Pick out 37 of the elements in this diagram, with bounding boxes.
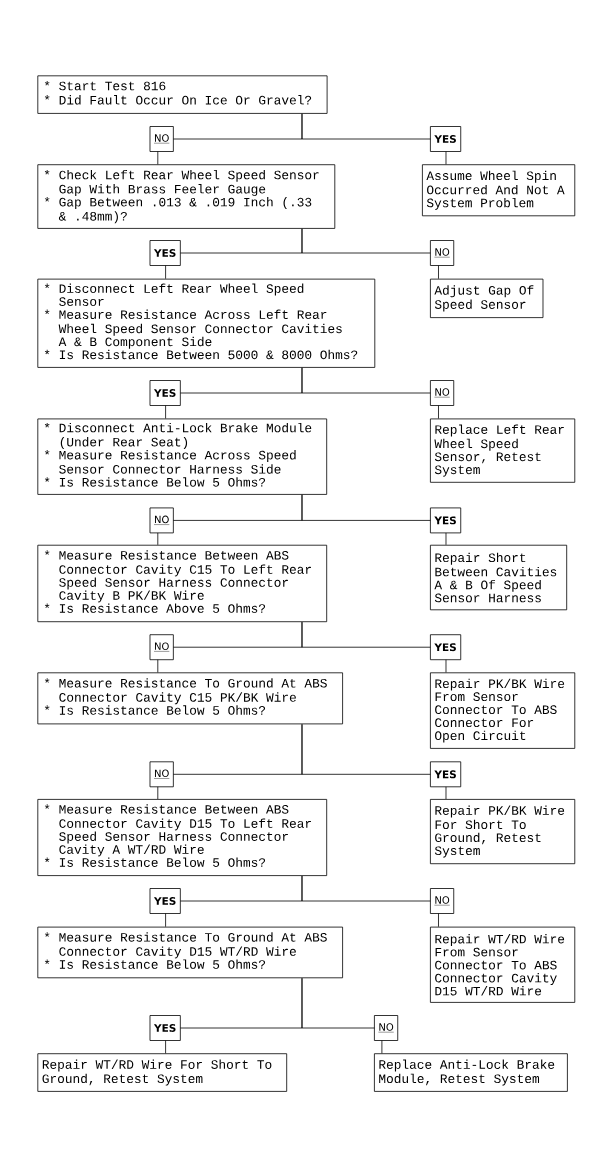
- edge-label: NO: [430, 888, 455, 914]
- edge-label: YES: [149, 240, 181, 266]
- connector-line: [301, 875, 439, 928]
- result-box: Repair WT/RD Wire For Short To Ground, Retest System: [37, 1053, 288, 1092]
- step-box: * Disconnect Left Rear Wheel Speed Sensor * Measure Resistance Across Left Rear Wheel Speed Sensor Connector Cavities A & B Component Side * Is Resistance Between 5000 & 8000 Ohms?: [37, 278, 376, 368]
- edge-label: NO: [430, 240, 455, 266]
- edge-label: YES: [149, 888, 181, 914]
- result-box: Assume Wheel Spin Occurred And Not A System Problem: [422, 164, 576, 217]
- edge-label: YES: [430, 507, 462, 534]
- edge-label: YES: [430, 126, 462, 152]
- edge-label: NO: [374, 1015, 399, 1041]
- edge-label: YES: [430, 761, 462, 788]
- connector-line: [301, 977, 383, 1054]
- result-box: Replace Anti-Lock Brake Module, Retest System: [374, 1053, 568, 1092]
- result-box: Repair PK/BK Wire For Short To Ground, Retest System: [430, 799, 576, 865]
- edge-label: NO: [149, 126, 174, 152]
- result-box: Replace Left Rear Wheel Speed Sensor, Retest System: [430, 418, 576, 483]
- edge-label: YES: [149, 1015, 181, 1041]
- step-box: * Measure Resistance Between ABS Connector Cavity D15 To Left Rear Speed Sensor Harness Connector Cavity A WT/RD Wire * Is Resistance Below 5 Ohms?: [37, 799, 328, 876]
- edge-label: YES: [149, 380, 181, 406]
- step-box: * Check Left Rear Wheel Speed Sensor Gap With Brass Feeler Gauge * Gap Between .013 & .019 Inch (.33 & .48mm)?: [37, 164, 336, 229]
- edge-label: NO: [430, 380, 455, 406]
- step-box: * Start Test 816 * Did Fault Occur On Ice Or Gravel?: [37, 75, 328, 114]
- edge-label: NO: [149, 761, 174, 788]
- connector-line: [301, 367, 439, 419]
- edge-label: YES: [430, 634, 462, 661]
- step-box: * Measure Resistance To Ground At ABS Connector Cavity D15 WT/RD Wire * Is Resistance Below 5 Ohms?: [37, 926, 343, 979]
- connector-line: [301, 228, 439, 280]
- result-box: Repair PK/BK Wire From Sensor Connector To ABS Connector For Open Circuit: [430, 672, 576, 749]
- result-box: Adjust Gap Of Speed Sensor: [430, 278, 544, 318]
- result-box: Repair WT/RD Wire From Sensor Connector To ABS Connector Cavity D15 WT/RD Wire: [430, 926, 576, 1003]
- result-box: Repair Short Between Cavities A & B Of Speed Sensor Harness: [430, 544, 568, 611]
- step-box: * Measure Resistance Between ABS Connector Cavity C15 To Left Rear Speed Sensor Harness Connector Cavity B PK/BK Wire * Is Resistance Above 5 Ohms?: [37, 544, 328, 623]
- edge-label: NO: [149, 507, 174, 534]
- step-box: * Measure Resistance To Ground At ABS Connector Cavity C15 PK/BK Wire * Is Resistance Below 5 Ohms?: [37, 672, 343, 725]
- step-box: * Disconnect Anti-Lock Brake Module (Under Rear Seat) * Measure Resistance Across Speed Sensor Connector Harness Side * Is Resistance Below 5 Ohms?: [37, 418, 328, 495]
- edge-label: NO: [149, 634, 174, 661]
